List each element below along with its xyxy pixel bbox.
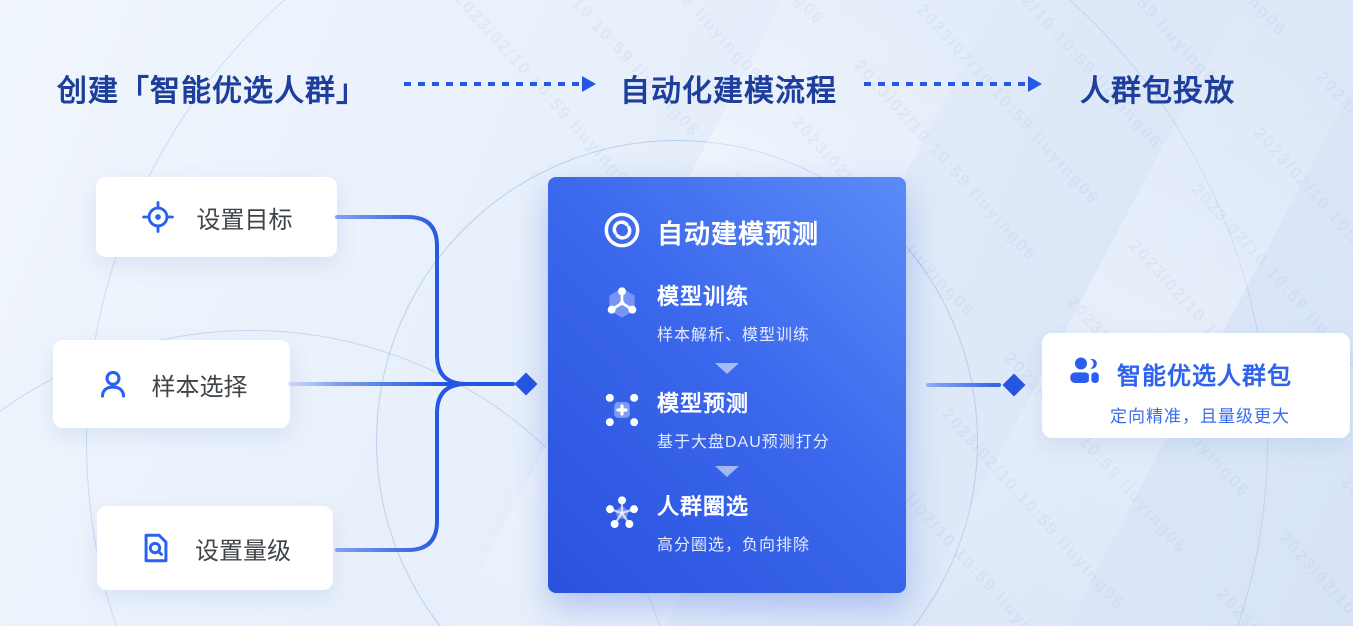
process-card-auto-modeling: 自动建模预测 模型训练 样本解析、模型训练 (548, 177, 906, 593)
chevron-down-icon (715, 466, 739, 477)
input-card-label: 样本选择 (151, 373, 248, 401)
input-card-sample-selection: 样本选择 (53, 340, 290, 428)
target-icon (141, 200, 175, 234)
output-connector-line (926, 373, 1026, 397)
input-card-set-target: 设置目标 (96, 177, 337, 257)
output-desc: 定向精准，且量级更大 (1110, 407, 1290, 426)
process-step-audience-circling: 人群圈选 高分圈选，负向排除 (602, 493, 810, 555)
watermark-text: 2023/02/10 10:59 liuying06 (1337, 472, 1353, 626)
input-card-label: 设置目标 (196, 206, 293, 234)
input-card-set-volume: 设置量级 (97, 506, 333, 590)
stage-title-audience-delivery: 人群包投放 (1080, 75, 1235, 108)
output-title: 智能优选人群包 (1117, 363, 1292, 390)
diamond-node (514, 372, 538, 396)
predict-dots-icon (602, 390, 642, 435)
swirl-logo-icon (602, 210, 642, 255)
step-title: 模型训练 (657, 284, 750, 309)
process-header: 自动建模预测 (602, 210, 819, 255)
diamond-node (1002, 373, 1026, 397)
cluster-dots-icon (602, 493, 642, 538)
chevron-down-icon (715, 363, 739, 374)
step-title: 人群圈选 (657, 494, 750, 519)
input-card-label: 设置量级 (195, 537, 291, 565)
process-step-model-prediction: 模型预测 基于大盘DAU预测打分 (602, 390, 830, 452)
network-hexagon-icon (602, 283, 642, 328)
merge-connector-lines (288, 215, 538, 552)
process-step-model-training: 模型训练 样本解析、模型训练 (602, 283, 810, 345)
dashed-arrow-icon (864, 76, 1042, 92)
step-title: 模型预测 (657, 391, 750, 416)
stage-title-auto-modeling-flow: 自动化建模流程 (620, 75, 837, 108)
dashed-arrow-icon (404, 76, 596, 92)
doc-search-icon (139, 531, 173, 565)
step-desc: 高分圈选，负向排除 (657, 536, 811, 554)
step-desc: 样本解析、模型训练 (657, 326, 811, 344)
watermark-text: 2023/02/10 10:59 liuying06 (1275, 528, 1353, 626)
output-card-smart-audience-package: 智能优选人群包 定向精准，且量级更大 (1042, 333, 1350, 438)
process-title: 自动建模预测 (657, 219, 820, 249)
people-group-icon (1067, 353, 1103, 394)
step-desc: 基于大盘DAU预测打分 (657, 433, 830, 451)
user-outline-icon (96, 367, 130, 401)
stage-title-create-audience: 创建「智能优选人群」 (57, 75, 367, 108)
